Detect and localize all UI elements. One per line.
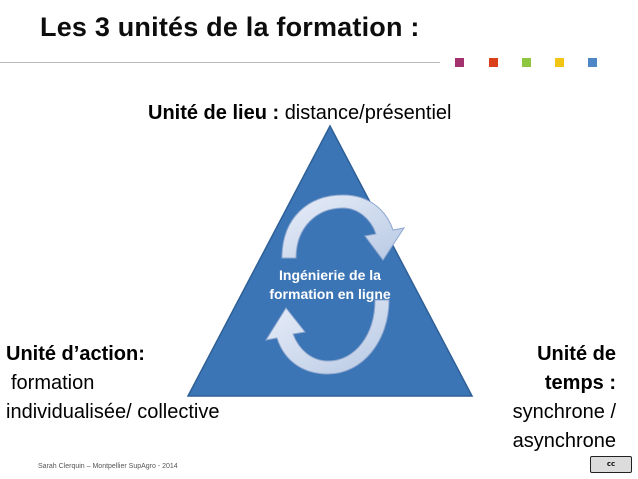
unite-action-label: Unité d’action: [6,343,145,365]
slide-title: Les 3 unités de la formation : [40,12,420,42]
center-concept: Ingénierie de la formation en ligne [269,267,391,302]
unite-temps: Unité de temps : synchrone / asynchrone [513,340,616,456]
unite-action: Unité d’action: formation individualisée… [6,340,219,427]
accent-square-5 [588,58,597,67]
triangle-shape [186,124,474,397]
unite-lieu-label: Unité de lieu : [148,102,280,124]
unite-action-line1: formation [11,372,95,394]
footer-credit: Sarah Clerquin – Montpellier SupAgro - 2… [38,463,178,470]
unite-lieu: Unité de lieu : distance/présentiel [148,99,451,128]
title-divider [0,62,440,63]
cycle-arrow-top [281,194,406,261]
unite-lieu-value: distance/présentiel [284,102,452,124]
accent-square-1 [455,58,464,67]
unite-temps-label-1: Unité de [537,343,616,365]
unite-temps-label-2: temps : [544,372,616,394]
cycle-arrow-bottom [264,299,390,375]
accent-square-2 [489,58,498,67]
accent-square-4 [555,58,564,67]
cc-by-nc-sa-icon[interactable]: cc [590,456,632,473]
unite-action-line2: individualisée/ collective [6,401,220,423]
unite-temps-line2: asynchrone [512,430,616,452]
unite-temps-line1: synchrone / [512,401,616,423]
accent-square-3 [522,58,531,67]
